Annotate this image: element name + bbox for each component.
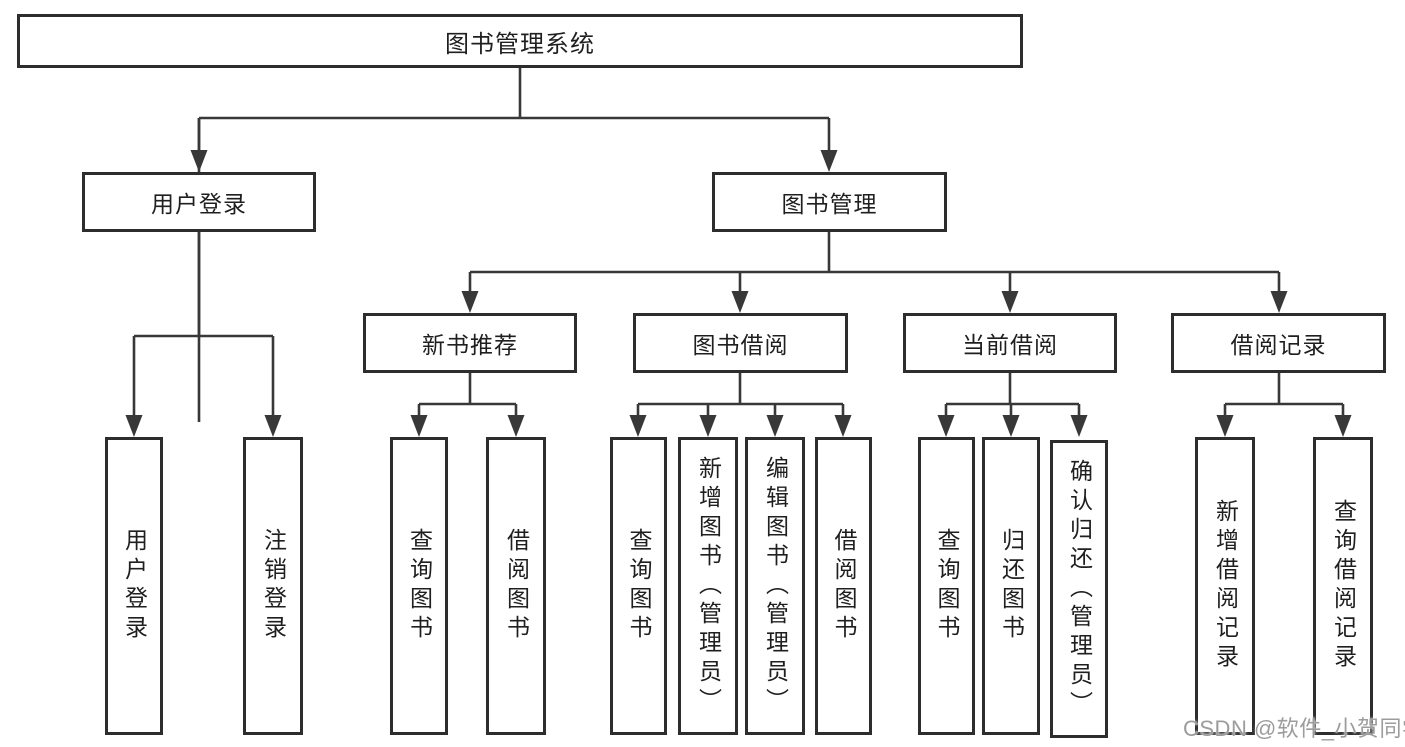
- node-leaf-bb-edit-book: 编辑图书（管理员）: [745, 437, 805, 735]
- node-leaf-nbr-borrow-book: 借阅图书: [486, 437, 546, 735]
- node-leaf-logout: 注销登录: [243, 437, 303, 735]
- node-current-borrow-label: 当前借阅: [962, 332, 1058, 358]
- node-book-borrow: 图书借阅: [633, 313, 848, 373]
- connector-userlogin-to-children: [125, 232, 282, 437]
- node-leaf-cb-return-book: 归还图书: [982, 437, 1040, 735]
- node-root: 图书管理系统: [17, 14, 1023, 68]
- node-borrow-records: 借阅记录: [1171, 313, 1386, 373]
- node-new-book-rec-label: 新书推荐: [422, 332, 518, 358]
- connector-newbookrec-to-children: [410, 373, 525, 437]
- node-leaf-user-login: 用户登录: [105, 437, 163, 735]
- node-leaf-br-query-record-label: 查询借阅记录: [1330, 499, 1357, 673]
- node-current-borrow: 当前借阅: [903, 313, 1117, 373]
- node-leaf-user-login-label: 用户登录: [121, 528, 148, 644]
- connector-bookmgmt-to-level2: [461, 232, 1288, 313]
- node-leaf-nbr-query-book: 查询图书: [390, 437, 448, 735]
- node-leaf-br-add-record: 新增借阅记录: [1195, 437, 1255, 735]
- node-leaf-cb-query-book: 查询图书: [918, 437, 975, 735]
- node-leaf-cb-confirm-return-label: 确认归还（管理员）: [1066, 458, 1093, 720]
- node-leaf-bb-edit-book-label: 编辑图书（管理员）: [762, 455, 789, 717]
- node-leaf-nbr-query-book-label: 查询图书: [406, 528, 433, 644]
- node-book-borrow-label: 图书借阅: [692, 332, 789, 358]
- node-leaf-cb-confirm-return: 确认归还（管理员）: [1050, 440, 1108, 738]
- node-book-mgmt: 图书管理: [712, 172, 947, 232]
- node-leaf-br-query-record: 查询借阅记录: [1313, 437, 1373, 735]
- connector-bookborrow-to-children: [629, 373, 852, 437]
- node-leaf-bb-add-book-label: 新增图书（管理员）: [695, 455, 722, 717]
- node-leaf-logout-label: 注销登录: [260, 528, 287, 644]
- connector-borrowrecords-to-children: [1216, 373, 1352, 437]
- node-leaf-bb-borrow-book-label: 借阅图书: [831, 528, 857, 644]
- node-leaf-cb-query-book-label: 查询图书: [934, 528, 960, 644]
- node-user-login-label: 用户登录: [151, 191, 247, 217]
- connector-currentborrow-to-children: [937, 373, 1088, 437]
- node-leaf-bb-query-book-label: 查询图书: [626, 528, 652, 644]
- node-borrow-records-label: 借阅记录: [1230, 332, 1327, 358]
- node-leaf-br-add-record-label: 新增借阅记录: [1212, 499, 1239, 673]
- node-leaf-bb-borrow-book: 借阅图书: [815, 437, 872, 735]
- node-root-label: 图书管理系统: [445, 30, 595, 58]
- node-new-book-rec: 新书推荐: [363, 313, 577, 373]
- node-leaf-bb-add-book: 新增图书（管理员）: [678, 437, 738, 735]
- node-leaf-bb-query-book: 查询图书: [610, 437, 667, 735]
- csdn-watermark: CSDN @软件_小贺同学: [1183, 716, 1405, 741]
- node-user-login: 用户登录: [82, 172, 316, 232]
- node-book-mgmt-label: 图书管理: [781, 191, 878, 217]
- node-leaf-cb-return-book-label: 归还图书: [998, 528, 1025, 644]
- node-leaf-nbr-borrow-book-label: 借阅图书: [503, 528, 530, 644]
